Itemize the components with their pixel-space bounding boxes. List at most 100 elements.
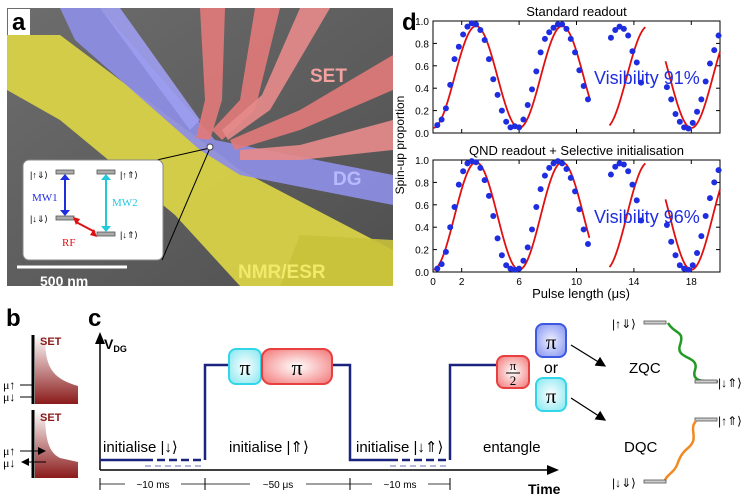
data-point-top-53	[702, 78, 709, 85]
zqc-state-top: |↑⇓⟩	[612, 317, 636, 331]
mu-down-upper: μ↓	[3, 390, 15, 404]
nmr-gate	[7, 35, 393, 286]
c-xlabel: Time	[528, 481, 561, 497]
xtick-label-0: 0	[430, 277, 436, 288]
data-point-bottom-35	[584, 241, 591, 247]
visibility-label-bottom: Visibility 96%	[594, 207, 700, 227]
dqc-wave	[663, 420, 698, 482]
data-point-top-29	[559, 21, 566, 28]
pi-pulse-red	[261, 348, 333, 385]
inset-state-1: |↑⇓⟩	[30, 170, 48, 180]
data-point-top-35	[584, 96, 591, 103]
set-dos-upper	[35, 335, 78, 404]
data-point-bottom-21	[524, 244, 531, 251]
data-point-top-45	[668, 96, 675, 103]
data-point-bottom-2	[442, 248, 449, 255]
data-point-bottom-33	[576, 206, 583, 213]
data-point-top-33	[576, 67, 583, 74]
half-pi-den: 2	[510, 373, 517, 388]
plot-title-top: Standard readout	[526, 4, 627, 19]
data-point-top-13	[490, 76, 497, 83]
fit-curve-bottom-1	[608, 162, 646, 268]
sem-gates	[7, 8, 393, 286]
panel-d: d Spin-up proportion Pulse length (μs) 0…	[393, 4, 722, 301]
data-point-bottom-6	[460, 168, 467, 175]
phase-2: initialise |⇑⟩	[229, 439, 309, 456]
data-point-bottom-56	[715, 167, 722, 174]
zqc-wave	[666, 322, 719, 384]
scale-bar-label: 500 nm	[40, 273, 88, 289]
dqc-state-bottom: |↓⇓⟩	[612, 476, 636, 490]
panel-b-letter: b	[6, 305, 21, 332]
data-point-bottom-40	[625, 168, 632, 175]
data-point-top-6	[460, 31, 467, 38]
level-down-down	[55, 215, 75, 221]
mu-up-lower: μ↑	[3, 444, 15, 458]
level-up-up	[96, 169, 116, 175]
data-point-top-40	[625, 32, 632, 39]
data-point-top-15	[498, 107, 505, 114]
data-point-bottom-0	[434, 265, 441, 272]
data-point-top-2	[442, 105, 449, 112]
plot-title-bottom: QND readout + Selective initialisation	[469, 143, 684, 158]
pi-pulse-cyan-2	[535, 377, 567, 412]
data-point-bottom-45	[668, 238, 675, 245]
duration-1: ~10 ms	[136, 480, 169, 491]
ytick-label-top-0: 0.0	[415, 129, 429, 140]
data-point-bottom-20	[520, 257, 527, 264]
data-point-top-50	[689, 119, 696, 126]
data-point-top-30	[563, 25, 570, 32]
pi-label-2: π	[291, 355, 302, 380]
ytick-label-top-3: 0.6	[415, 62, 429, 73]
pi-label-4: π	[546, 384, 557, 408]
d-ylabel: Spin-up proportion	[393, 96, 407, 195]
data-point-top-56	[715, 32, 722, 39]
phase-1: initialise |↓⟩	[103, 439, 178, 456]
data-point-top-4	[451, 56, 458, 63]
panel-c-letter: c	[88, 305, 101, 332]
data-point-bottom-9	[473, 159, 480, 166]
data-point-bottom-12	[485, 192, 492, 199]
data-point-top-32	[572, 49, 579, 56]
set-lead-4	[230, 55, 393, 150]
data-point-bottom-23	[533, 204, 540, 211]
dg-label: DG	[333, 169, 362, 190]
data-point-bottom-24	[537, 186, 544, 193]
dg-gate-2	[100, 8, 200, 130]
data-point-bottom-55	[711, 179, 718, 186]
ytick-label-top-5: 1.0	[415, 17, 429, 28]
data-point-top-55	[711, 47, 718, 54]
nmr-gate-lower	[280, 235, 393, 286]
data-point-bottom-26	[546, 164, 553, 171]
data-point-top-19	[516, 124, 523, 131]
dqc-label: DQC	[624, 439, 658, 456]
dg-gate	[60, 8, 393, 205]
data-point-top-54	[706, 60, 713, 67]
data-point-bottom-46	[672, 252, 679, 259]
data-point-bottom-4	[451, 204, 458, 211]
panel-d-letter: d	[402, 9, 417, 36]
dqc-state-top: |↑⇑⟩	[718, 414, 742, 428]
data-point-top-52	[698, 96, 705, 103]
or-label: or	[544, 360, 559, 377]
pi-label-3: π	[546, 330, 557, 354]
xtick-label-4: 14	[628, 277, 640, 288]
dur-bg-3	[372, 478, 428, 490]
nmr-label: NMR/ESR	[238, 262, 326, 283]
plot-frame-top	[432, 20, 721, 134]
data-point-bottom-29	[559, 160, 566, 167]
rf-arrow	[75, 221, 96, 233]
inset-box	[22, 159, 164, 261]
xtick-label-2: 6	[516, 277, 522, 288]
data-point-top-11	[481, 37, 488, 44]
panel-c: c VDG Time π π π 2 π or π initialise |↓⟩…	[88, 305, 742, 497]
data-point-bottom-13	[490, 213, 497, 219]
data-point-bottom-16	[503, 262, 510, 269]
data-point-top-10	[477, 26, 484, 33]
data-point-top-51	[694, 108, 701, 115]
data-point-bottom-1	[438, 261, 445, 268]
arrow-to-dqc	[570, 397, 607, 421]
data-point-top-36	[607, 34, 614, 41]
